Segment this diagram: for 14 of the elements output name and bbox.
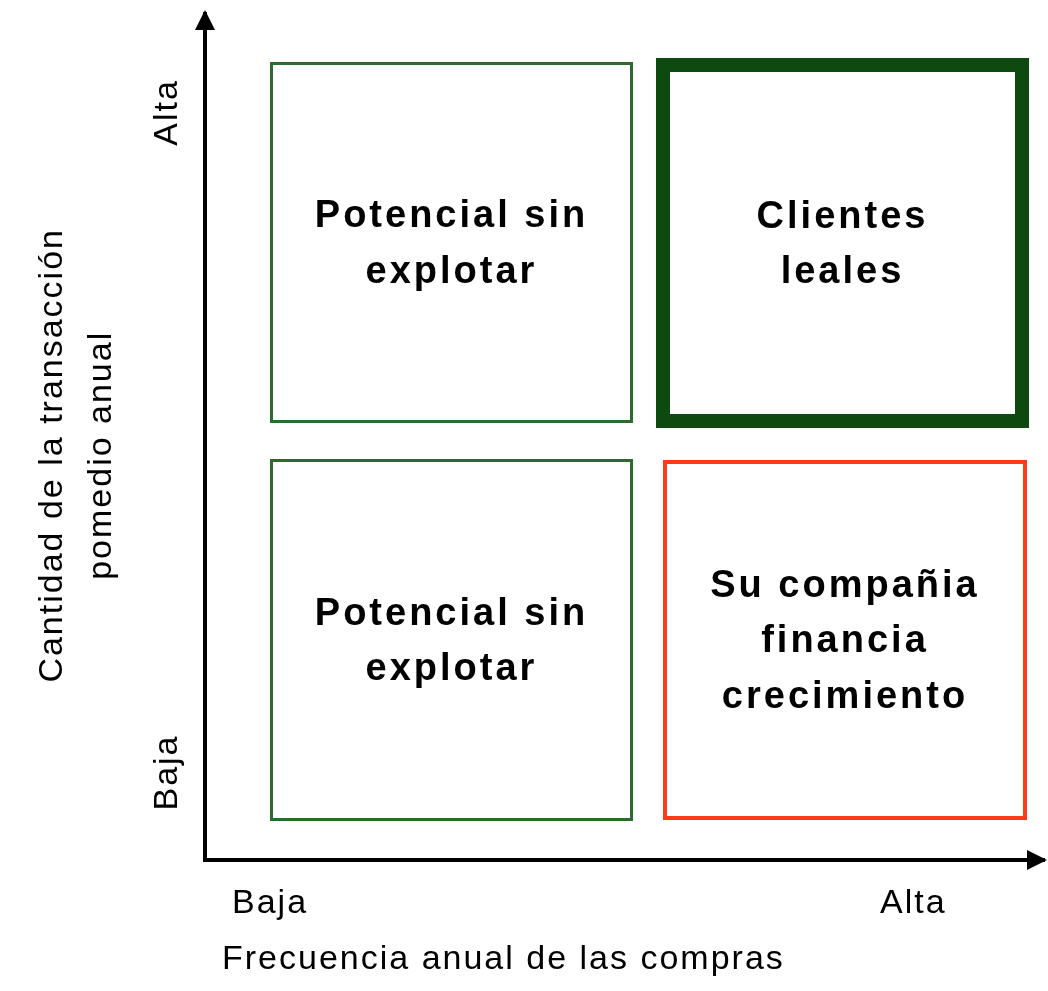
quadrant-label: Potencial sin explotar bbox=[313, 192, 590, 293]
quadrant-box bbox=[656, 58, 1029, 428]
axis-level-label: Baja bbox=[232, 882, 309, 921]
quadrant-label: Clientes leales bbox=[755, 192, 930, 293]
axis-level-label: Baja bbox=[145, 733, 185, 811]
quadrant-box bbox=[663, 460, 1027, 820]
quadrant-box bbox=[270, 459, 633, 821]
axis-title: Cantidad de la transacción pomedio anual bbox=[29, 226, 119, 685]
quadrant-box bbox=[270, 62, 633, 423]
quadrant-label: Su compañia financia crecimiento bbox=[709, 562, 981, 718]
axis-title: Frecuencia anual de las compras bbox=[222, 938, 785, 977]
axis-level-label: Alta bbox=[880, 882, 947, 921]
axis-level-label: Alta bbox=[145, 78, 185, 146]
quadrant-label: Potencial sin explotar bbox=[313, 589, 590, 690]
